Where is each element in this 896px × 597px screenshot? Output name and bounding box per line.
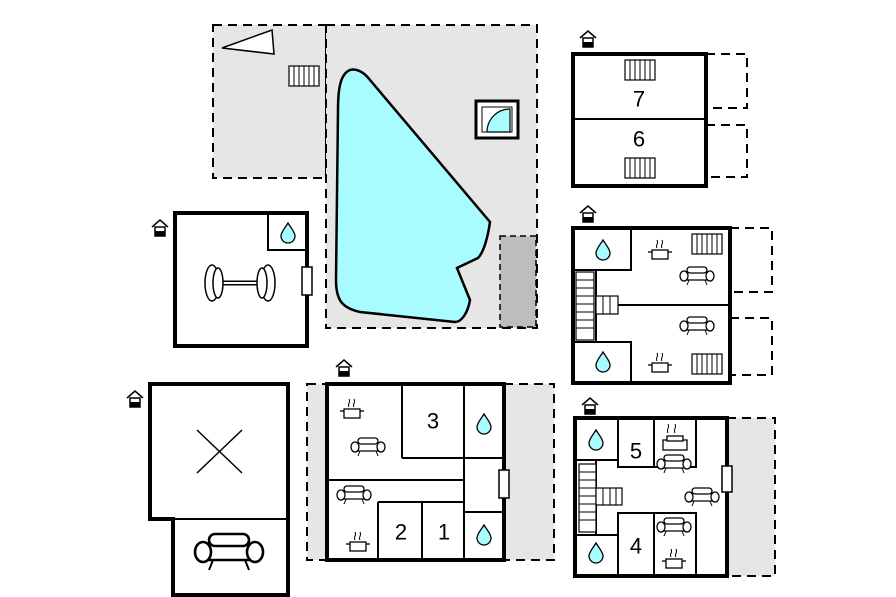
water-drop-icon bbox=[476, 413, 492, 435]
room-number-2: 2 bbox=[395, 520, 407, 545]
cooking-pot-icon bbox=[647, 239, 673, 260]
stairs-icon bbox=[691, 233, 723, 255]
sofa-icon bbox=[679, 266, 715, 286]
water-drop-icon bbox=[595, 239, 611, 261]
house-icon bbox=[579, 30, 597, 48]
water-drop-icon bbox=[595, 351, 611, 373]
house-icon bbox=[126, 390, 144, 408]
house-icon bbox=[579, 205, 597, 223]
house-icon bbox=[581, 397, 599, 415]
room-number-6: 6 bbox=[633, 127, 645, 152]
water-drop-icon bbox=[588, 429, 604, 451]
stairs-icon bbox=[288, 65, 320, 87]
grey-block bbox=[499, 235, 537, 328]
cooking-pot-icon bbox=[647, 352, 673, 373]
open-space-cross-icon bbox=[196, 429, 243, 474]
sofa-icon bbox=[336, 485, 372, 505]
water-drop-icon bbox=[476, 524, 492, 546]
house-icon bbox=[151, 219, 169, 237]
water-drop-icon bbox=[588, 542, 604, 564]
room-number-7: 7 bbox=[633, 87, 645, 112]
door-icon bbox=[721, 465, 733, 493]
room-number-1: 1 bbox=[438, 520, 450, 545]
door-icon bbox=[301, 266, 313, 296]
house-icon bbox=[335, 359, 353, 377]
water-drop-icon bbox=[280, 222, 296, 244]
stairs-icon bbox=[624, 157, 656, 179]
cooking-pot-icon bbox=[339, 398, 365, 419]
stairs-icon bbox=[624, 59, 656, 81]
dumbbell-icon bbox=[204, 264, 276, 302]
stairs-icon bbox=[691, 353, 723, 375]
cooking-pot-icon bbox=[661, 548, 687, 569]
shower-icon bbox=[474, 99, 520, 140]
direction-arrow-icon bbox=[221, 28, 275, 55]
door-icon bbox=[498, 469, 510, 499]
sofa-icon bbox=[679, 316, 715, 336]
bed-icon bbox=[662, 423, 688, 451]
stairs-icon bbox=[578, 463, 623, 533]
sofa-icon bbox=[656, 454, 692, 474]
room-number-5: 5 bbox=[630, 439, 642, 464]
room-number-3: 3 bbox=[427, 409, 439, 434]
sofa-icon bbox=[350, 437, 386, 457]
sofa-icon bbox=[656, 517, 692, 537]
pool bbox=[334, 68, 492, 324]
stairs-icon bbox=[575, 271, 619, 341]
sofa-icon bbox=[684, 487, 720, 507]
room-number-4: 4 bbox=[630, 534, 642, 559]
sofa-icon bbox=[193, 532, 265, 572]
cooking-pot-icon bbox=[345, 531, 371, 552]
building-bottom-left bbox=[148, 382, 290, 597]
